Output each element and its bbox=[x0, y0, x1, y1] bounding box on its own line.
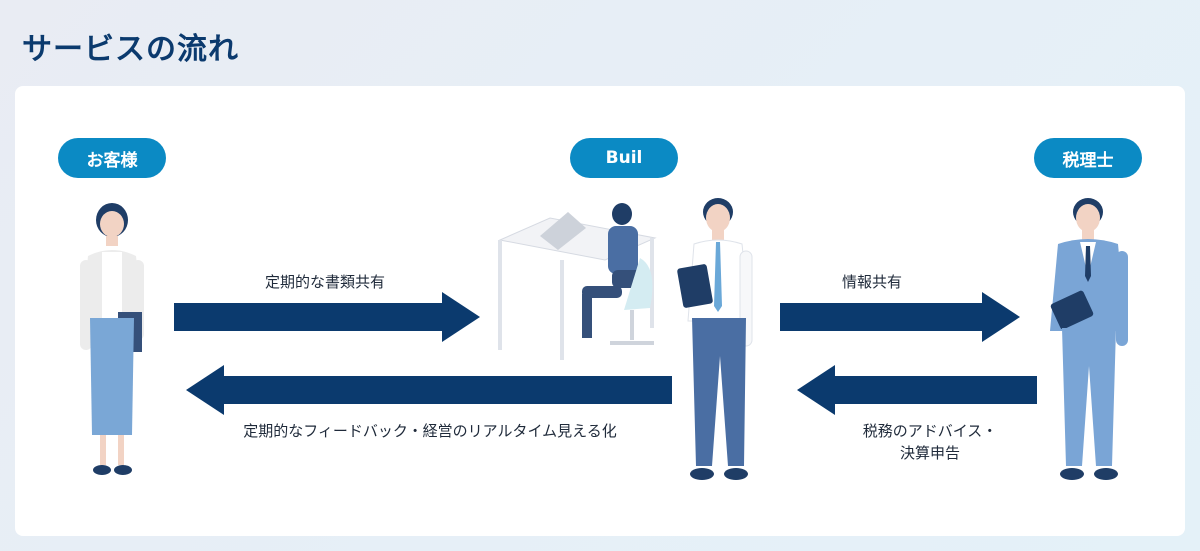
flow-label-info-sharing: 情報共有 bbox=[841, 273, 902, 291]
flow-label-feedback: 定期的なフィードバック・経営のリアルタイム見える化 bbox=[243, 422, 617, 440]
customer-figure-icon bbox=[80, 203, 144, 475]
desk-worker-icon bbox=[498, 203, 657, 360]
page-title: サービスの流れ bbox=[22, 32, 239, 67]
arrow-left-from-tax bbox=[797, 365, 1037, 415]
buil-badge: Buil bbox=[570, 138, 678, 178]
arrow-left-to-customer bbox=[186, 365, 672, 415]
flow-label-tax-advice: 税務のアドバイス・ 決算申告 bbox=[862, 422, 998, 462]
tax-accountant-figure-icon bbox=[1050, 198, 1128, 480]
arrow-right-to-buil bbox=[174, 292, 480, 342]
customer-badge: お客様 bbox=[58, 138, 166, 178]
flow-label-document-sharing: 定期的な書類共有 bbox=[264, 273, 385, 291]
arrow-right-to-tax bbox=[780, 292, 1020, 342]
buil-staff-figure-icon bbox=[677, 198, 753, 480]
tax-accountant-badge: 税理士 bbox=[1034, 138, 1142, 178]
